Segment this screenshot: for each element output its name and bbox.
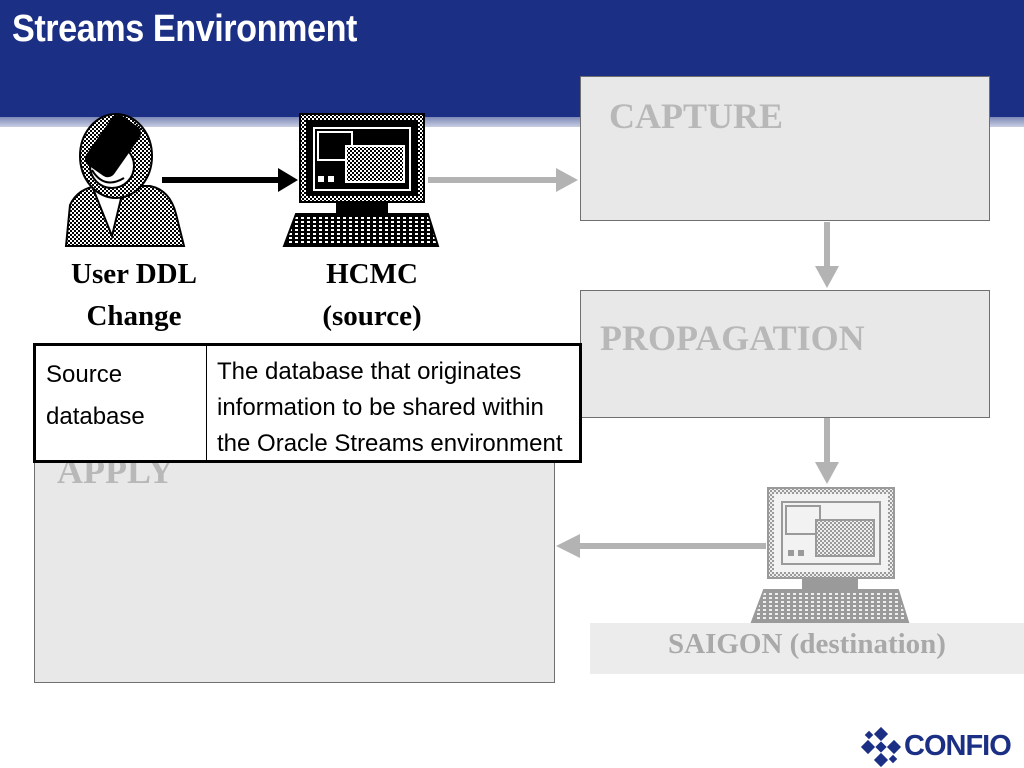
definition-term: Source database — [36, 346, 207, 460]
destination-computer-icon — [750, 487, 910, 623]
propagation-label: PROPAGATION — [600, 318, 865, 358]
capture-label: CAPTURE — [609, 96, 784, 136]
propagation-to-destination-arrow — [815, 418, 839, 484]
definition-term-line1: Source — [46, 361, 123, 388]
definition-desc-line2: information to be shared within — [217, 394, 544, 421]
source-to-capture-arrow — [428, 168, 578, 192]
definition-description: The database that originates information… — [207, 346, 579, 460]
user-caption-line1: User DDL — [71, 258, 197, 290]
source-caption-line2: (source) — [322, 300, 422, 332]
apply-box — [34, 440, 555, 683]
confio-logo-icon — [860, 727, 902, 767]
confio-logo: CONFIO — [860, 727, 1024, 767]
destination-to-apply-arrow — [556, 534, 766, 558]
definition-table: Source database The database that origin… — [33, 343, 582, 463]
user-phone-icon — [64, 113, 186, 247]
user-to-source-arrow — [162, 168, 298, 192]
header-stripe — [0, 117, 1024, 127]
definition-desc-line3: the Oracle Streams environment — [217, 430, 563, 457]
user-caption-line2: Change — [86, 300, 182, 332]
user-caption: User DDL Change — [44, 253, 224, 337]
definition-desc-line1: The database that originates — [217, 358, 522, 385]
destination-label-bg — [590, 623, 1024, 674]
source-computer-icon — [282, 113, 440, 247]
source-caption-line1: HCMC — [326, 258, 418, 290]
slide-title: Streams Environment — [12, 8, 357, 50]
destination-label: SAIGON (destination) — [668, 628, 946, 660]
capture-box — [580, 76, 990, 221]
source-caption: HCMC (source) — [292, 253, 452, 337]
confio-logo-text: CONFIO — [904, 730, 1012, 762]
propagation-box — [580, 290, 990, 418]
capture-to-propagation-arrow — [815, 222, 839, 288]
definition-term-line2: database — [46, 403, 145, 430]
